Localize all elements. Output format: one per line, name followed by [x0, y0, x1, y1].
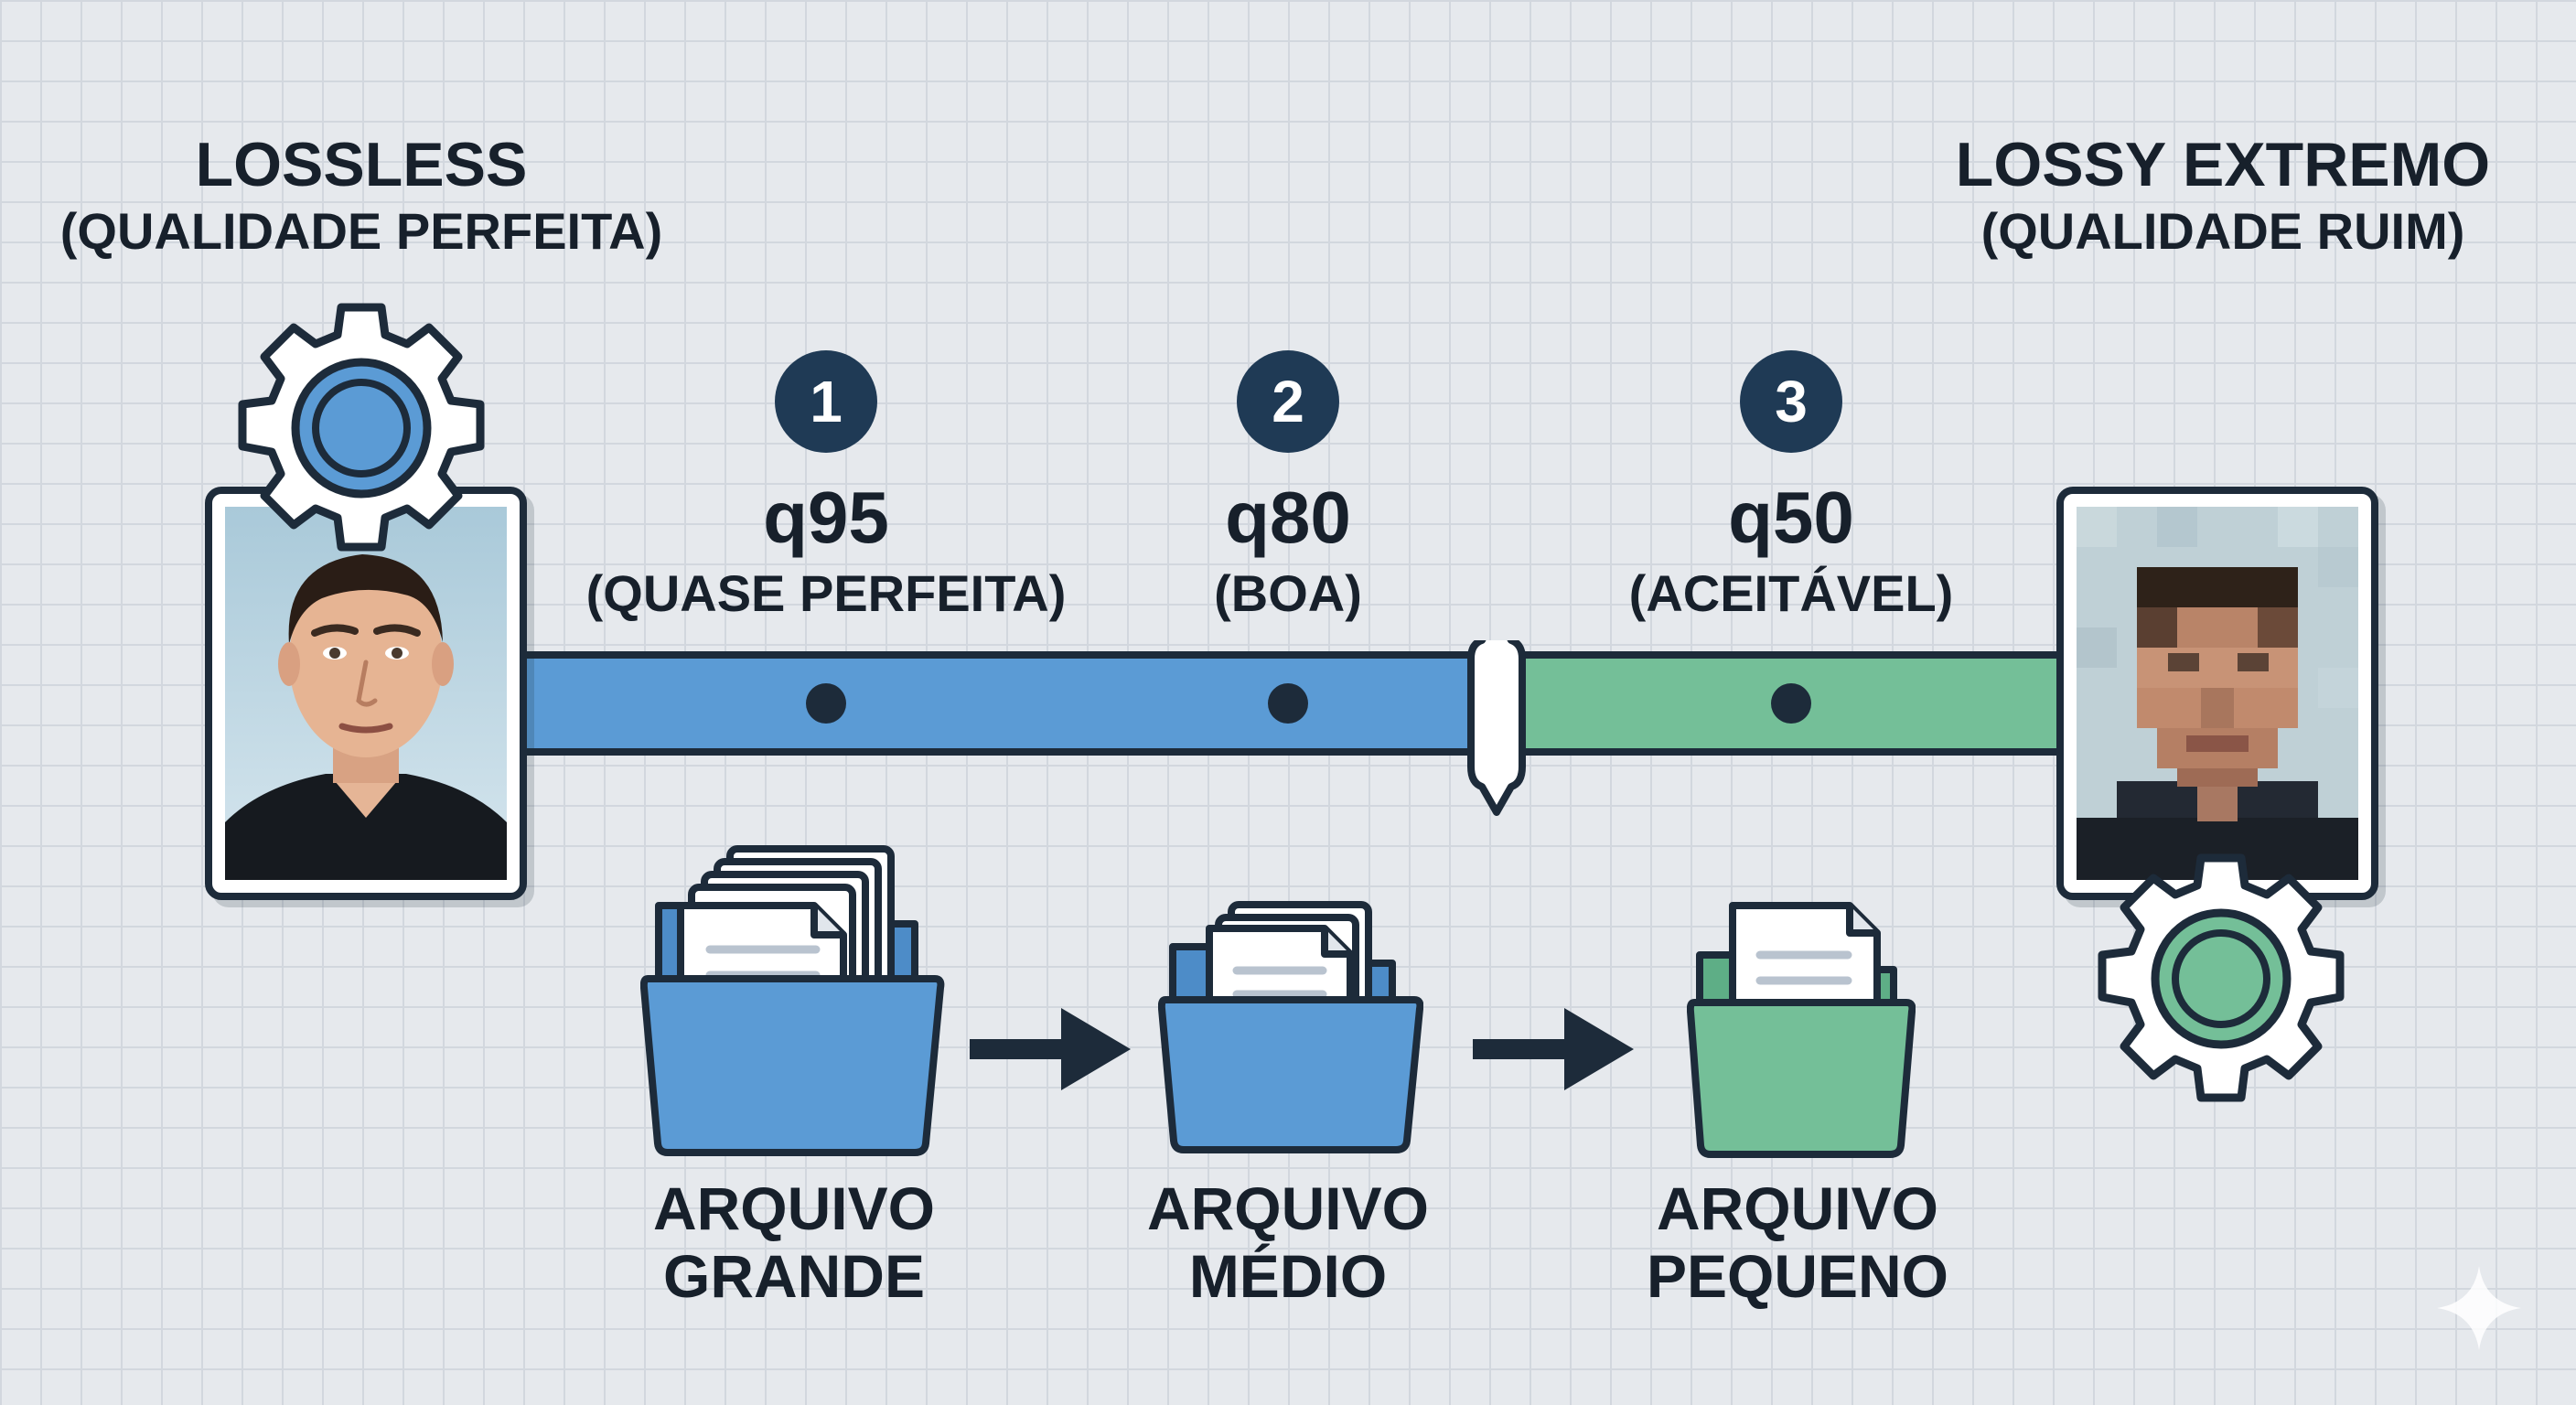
step-description-1: (QUASE PERFEITA) [585, 564, 1067, 622]
file-label-line1: ARQUIVO [1656, 1174, 1939, 1242]
step-quality-2: q80 [1225, 477, 1351, 558]
right-end-sublabel: (QUALIDADE RUIM) [1980, 202, 2465, 261]
gear-icon [2098, 853, 2345, 1102]
file-label-line1: ARQUIVO [652, 1174, 936, 1242]
step-marker-1 [806, 683, 846, 724]
step-description-3: (ACEITÁVEL) [1628, 564, 1954, 622]
arrow-right-icon [970, 1008, 1131, 1090]
arrow-right-icon [1473, 1008, 1634, 1090]
file-label-line2: GRANDE [662, 1241, 925, 1310]
sparkle-icon [2437, 1266, 2521, 1350]
right-end-label: LOSSY EXTREMO [1955, 130, 2491, 199]
quality-slider [494, 640, 2086, 816]
slider-handle-icon[interactable] [1467, 640, 1526, 816]
left-end-sublabel: (QUALIDADE PERFEITA) [59, 202, 663, 261]
step-marker-3 [1771, 683, 1811, 724]
folder-icon [1687, 902, 1916, 1158]
step-number-3: 3 [1740, 350, 1842, 453]
folder-icon [1158, 901, 1423, 1153]
lossy-image-card [2056, 487, 2378, 900]
step-number-1: 1 [775, 350, 877, 453]
portrait-icon [2077, 507, 2358, 880]
file-label-line2: PEQUENO [1646, 1241, 1949, 1310]
step-number-2: 2 [1237, 350, 1339, 453]
step-quality-3: q50 [1728, 477, 1854, 558]
left-end-title: LOSSLESS (QUALIDADE PERFEITA) [37, 130, 686, 261]
folder-icon [640, 845, 945, 1156]
step-quality-1: q95 [763, 477, 889, 558]
step-marker-2 [1268, 683, 1308, 724]
portrait-icon [225, 507, 507, 880]
file-label-line1: ARQUIVO [1146, 1174, 1430, 1242]
file-label-medium: ARQUIVO MÉDIO [1059, 1174, 1517, 1311]
gear-icon [238, 303, 485, 552]
left-end-label: LOSSLESS [195, 130, 528, 199]
right-end-title: LOSSY EXTREMO (QUALIDADE RUIM) [1903, 130, 2543, 261]
file-label-small: ARQUIVO PEQUENO [1569, 1174, 2026, 1311]
file-label-large: ARQUIVO GRANDE [565, 1174, 1023, 1311]
file-label-line2: MÉDIO [1188, 1241, 1388, 1310]
step-description-2: (BOA) [1214, 564, 1362, 622]
lossless-image-card [205, 487, 527, 900]
slider-track-blue [494, 651, 1513, 756]
